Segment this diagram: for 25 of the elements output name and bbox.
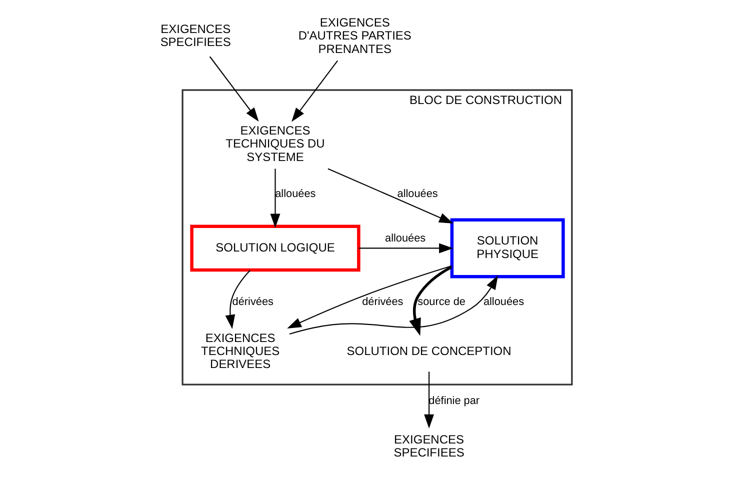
edge-label: allouées <box>396 188 438 200</box>
edge-label: dérivées <box>362 296 403 308</box>
node-text: EXIGENCES SPECIFIEES <box>393 432 464 460</box>
arrow <box>286 265 452 328</box>
edge-label: source de <box>417 296 465 308</box>
edge-label: dérivées <box>232 296 273 308</box>
node-text: EXIGENCES TECHNIQUES DERIVEES <box>200 330 280 371</box>
arrow <box>224 270 250 329</box>
node-text: EXIGENCES TECHNIQUES DU SYSTEME <box>225 124 324 164</box>
node-box: SOLUTION LOGIQUE <box>190 224 360 272</box>
node-text: SOLUTION DE CONCEPTION <box>346 344 511 358</box>
node-text: EXIGENCES SPECIFIEES <box>160 22 230 50</box>
edge-label: allouées <box>384 232 426 245</box>
arrow <box>424 372 434 429</box>
arrow <box>208 56 258 122</box>
edge-label: allouées <box>482 296 524 308</box>
arrow <box>288 275 498 335</box>
node-box: SOLUTION PHYSIQUE <box>450 218 564 278</box>
arrow <box>291 60 338 122</box>
arrow <box>270 168 280 228</box>
arrow <box>408 266 452 336</box>
arrow <box>327 168 453 224</box>
arrow <box>358 243 453 254</box>
edge-label: définie par <box>428 395 480 408</box>
node-text: EXIGENCES D'AUTRES PARTIES PRENANTES <box>298 16 411 56</box>
